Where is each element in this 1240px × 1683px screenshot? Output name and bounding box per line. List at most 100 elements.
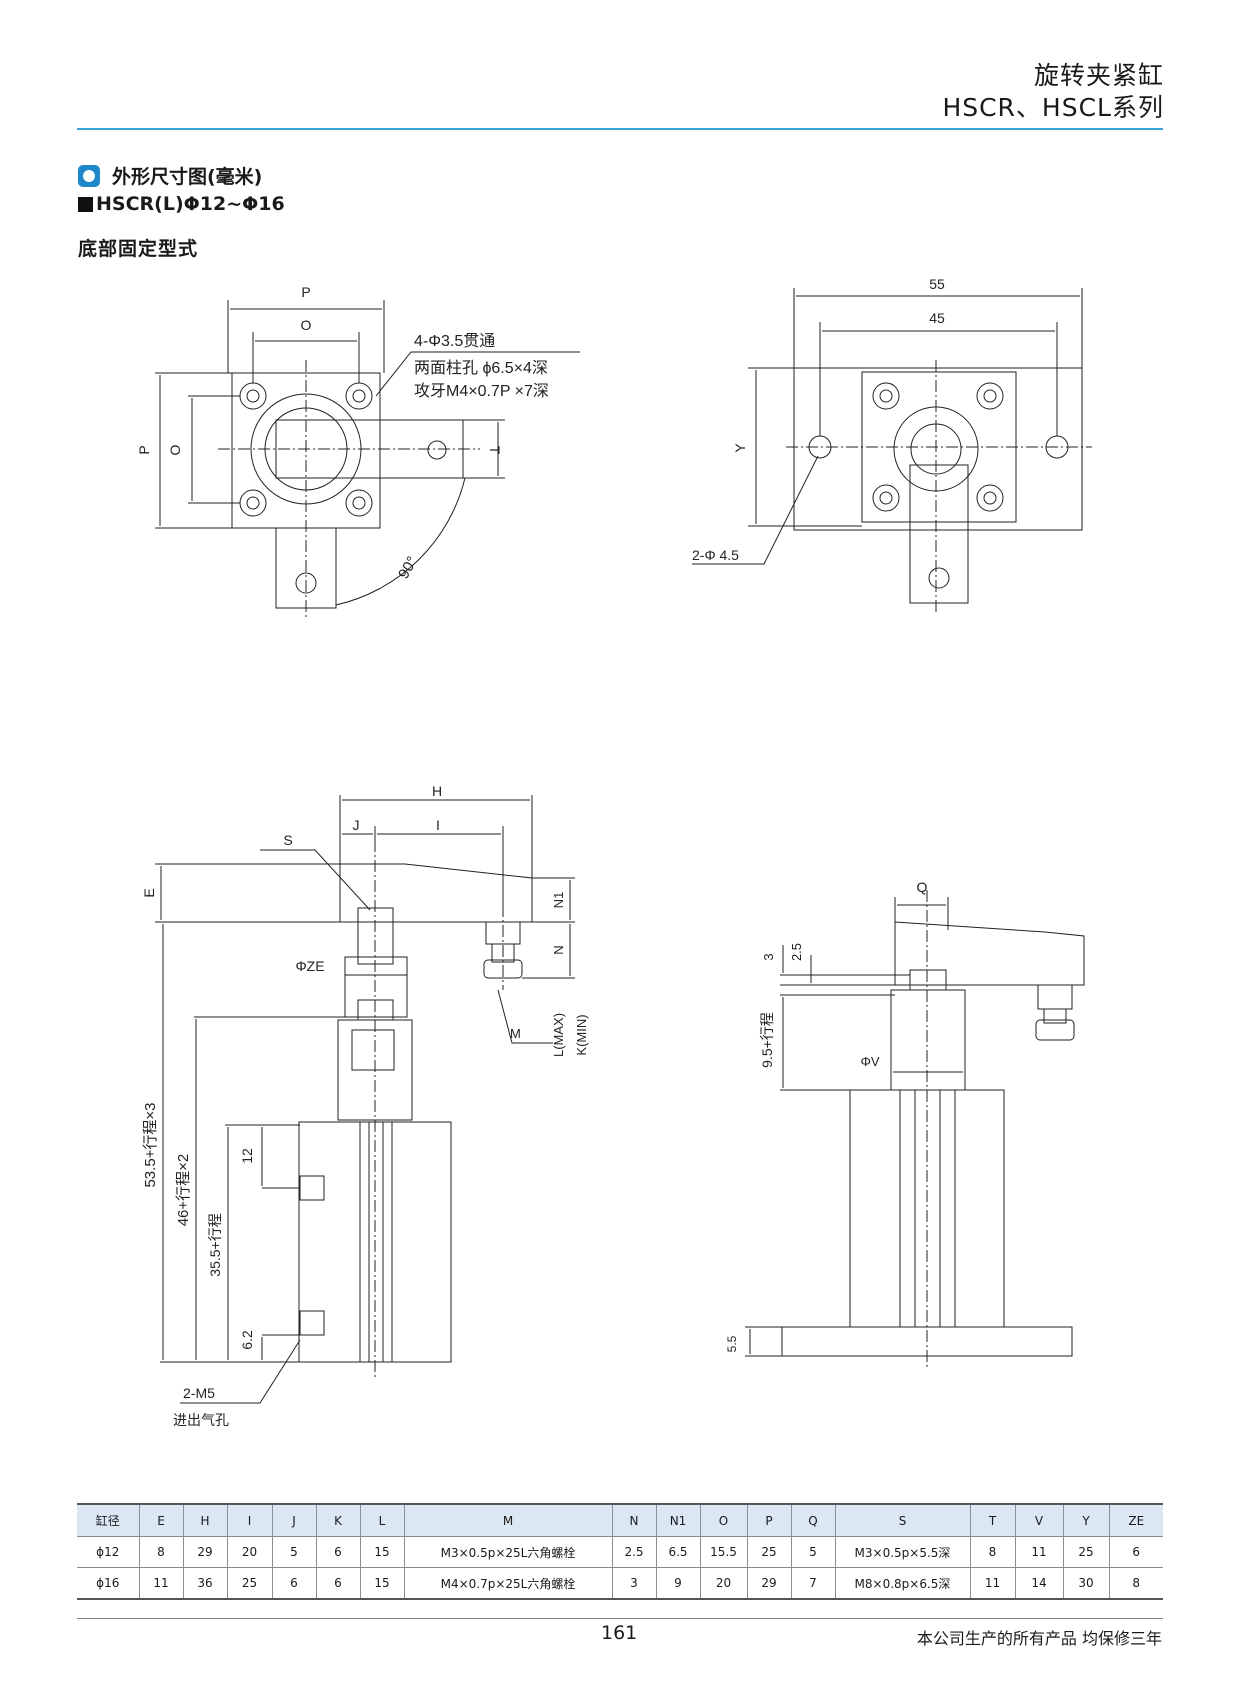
sr-bolt-head (909, 969, 947, 991)
model-title: HSCR(L)Φ12~Φ16 (78, 193, 285, 215)
sl-label-d1: 53.5+行程×3 (142, 1102, 159, 1187)
sl-rod-nut (351, 1029, 395, 1071)
table-cell: 6 (315, 1536, 360, 1568)
tr-label-y: Y (732, 443, 748, 453)
tl-dim-lines (155, 300, 580, 606)
sr-adjust-screw (1043, 1008, 1067, 1024)
side-left-view: H J I S E N1 N ΦZE M L(MAX) K(MIN) 53.5+… (141, 783, 589, 1428)
sl-port-upper (299, 1175, 325, 1201)
sr-dim-lines (745, 897, 963, 1357)
th-q: Q (790, 1503, 835, 1537)
table-cell: 7 (790, 1567, 835, 1600)
tr-center-lines (786, 360, 1092, 615)
sr-body-grooves (899, 1090, 956, 1327)
table-cell: 15.5 (699, 1536, 747, 1568)
tl-note-line1: 4-Φ3.5贯通 (414, 332, 495, 350)
tr-base-plate (793, 367, 1083, 531)
table-cell: 11 (1014, 1536, 1063, 1568)
sl-label-s: S (283, 832, 292, 848)
th-t: T (969, 1503, 1015, 1537)
table-cell: 29 (182, 1536, 227, 1568)
table-cell: 11 (969, 1567, 1015, 1600)
tr-label-45: 45 (929, 310, 945, 326)
sr-label-v: ΦV (860, 1054, 879, 1069)
table-cell: M3×0.5p×25L六角螺栓 (403, 1536, 612, 1568)
tr-arm-hole (928, 567, 950, 589)
tl-note-line2: 两面柱孔 ϕ6.5×4深 (414, 359, 548, 377)
sl-port-note: 2-M5 (183, 1385, 215, 1401)
th-i: I (226, 1503, 272, 1537)
table-cell: 20 (226, 1536, 272, 1568)
th-s: S (834, 1503, 970, 1537)
sl-label-k: K(MIN) (574, 1014, 589, 1055)
table-cell: 15 (359, 1536, 404, 1568)
sr-label-25: 2.5 (789, 943, 804, 961)
table-cell: 36 (182, 1567, 227, 1600)
table-cell: 6 (315, 1567, 360, 1600)
table-cell: 30 (1062, 1567, 1109, 1600)
table-cell: 25 (226, 1567, 272, 1600)
sl-arm (339, 863, 533, 923)
table-cell: 9 (655, 1567, 700, 1600)
th-h: H (182, 1503, 227, 1537)
sl-label-d12: 12 (239, 1148, 255, 1164)
tl-label-angle: 90° (395, 554, 421, 582)
table-cell: M4×0.7p×25L六角螺栓 (403, 1567, 612, 1600)
table-cell: 6 (1108, 1536, 1163, 1568)
tl-label-o-top: O (301, 317, 312, 333)
th-v: V (1014, 1503, 1063, 1537)
sl-coupling (344, 956, 408, 1018)
sl-label-n: N (551, 945, 566, 954)
warranty-note: 本公司生产的所有产品 均保修三年 (916, 1629, 1162, 1648)
side-right-view: Q 3 2.5 9.5+行程 ΦV 5.5 (725, 879, 1085, 1370)
sr-label-3: 3 (761, 953, 776, 960)
tl-center-lines (218, 360, 480, 620)
sr-rod (890, 989, 966, 1091)
th-n1: N1 (655, 1503, 700, 1537)
sl-label-j: J (353, 817, 360, 833)
section-title: 外形尺寸图(毫米) (78, 162, 262, 189)
dimension-table: 缸径 E H I J K L M N N1 O P Q S T V Y ZE ϕ… (77, 1503, 1163, 1600)
table-cell: 15 (359, 1567, 404, 1600)
table-cell: 25 (1062, 1536, 1109, 1568)
sl-port-label: 进出气孔 (173, 1412, 229, 1428)
th-j: J (271, 1503, 316, 1537)
table-cell: 6 (271, 1567, 316, 1600)
th-ze: ZE (1108, 1503, 1163, 1537)
header-title: 旋转夹紧缸 HSCR、HSCL系列 (942, 60, 1164, 124)
sl-label-d3: 35.5+行程 (207, 1213, 223, 1276)
sr-label-q: Q (917, 879, 928, 895)
th-m: M (403, 1503, 612, 1537)
tl-label-o-left: O (167, 444, 183, 455)
table-cell: 8 (138, 1536, 183, 1568)
table-cell: 14 (1014, 1567, 1063, 1600)
th-l: L (359, 1503, 404, 1537)
mount-type-title: 底部固定型式 (78, 238, 199, 260)
sr-adjust-cap (1035, 1019, 1075, 1041)
dimension-drawings: P O P O T 90° 4-Φ3.5贯通 两面柱孔 ϕ6.5×4深 攻牙M4… (136, 276, 1092, 1428)
square-bullet-icon (78, 196, 93, 212)
th-bore: 缸径 (77, 1503, 139, 1537)
table-cell: 2.5 (611, 1536, 656, 1568)
table-cell: 5 (790, 1536, 835, 1568)
th-y: Y (1062, 1503, 1109, 1537)
header-rule (77, 128, 1163, 130)
table-row: ϕ16 11 36 25 6 6 15 M4×0.7p×25L六角螺栓 3 9 … (77, 1567, 1163, 1600)
page-number: 161 (601, 1622, 638, 1644)
th-n: N (611, 1503, 656, 1537)
th-k: K (315, 1503, 360, 1537)
sl-label-n1: N1 (551, 892, 566, 909)
sr-label-55: 5.5 (725, 1335, 739, 1352)
tl-label-p-left: P (136, 445, 152, 454)
table-cell: 11 (138, 1567, 183, 1600)
tl-lower-hole (295, 572, 317, 594)
top-right-view: 55 45 Y 2-Φ 4.5 (692, 276, 1092, 615)
sr-adjust-nut (1037, 984, 1073, 1010)
sl-label-h: H (432, 783, 442, 799)
table-cell: 3 (611, 1567, 656, 1600)
table-header-row: 缸径 E H I J K L M N N1 O P Q S T V Y ZE (77, 1503, 1163, 1537)
table-cell: M8×0.8p×6.5深 (834, 1567, 970, 1600)
sl-label-e: E (141, 888, 157, 897)
table-cell: M3×0.5p×5.5深 (834, 1536, 970, 1568)
header-title-line1: 旋转夹紧缸 (1033, 61, 1164, 90)
